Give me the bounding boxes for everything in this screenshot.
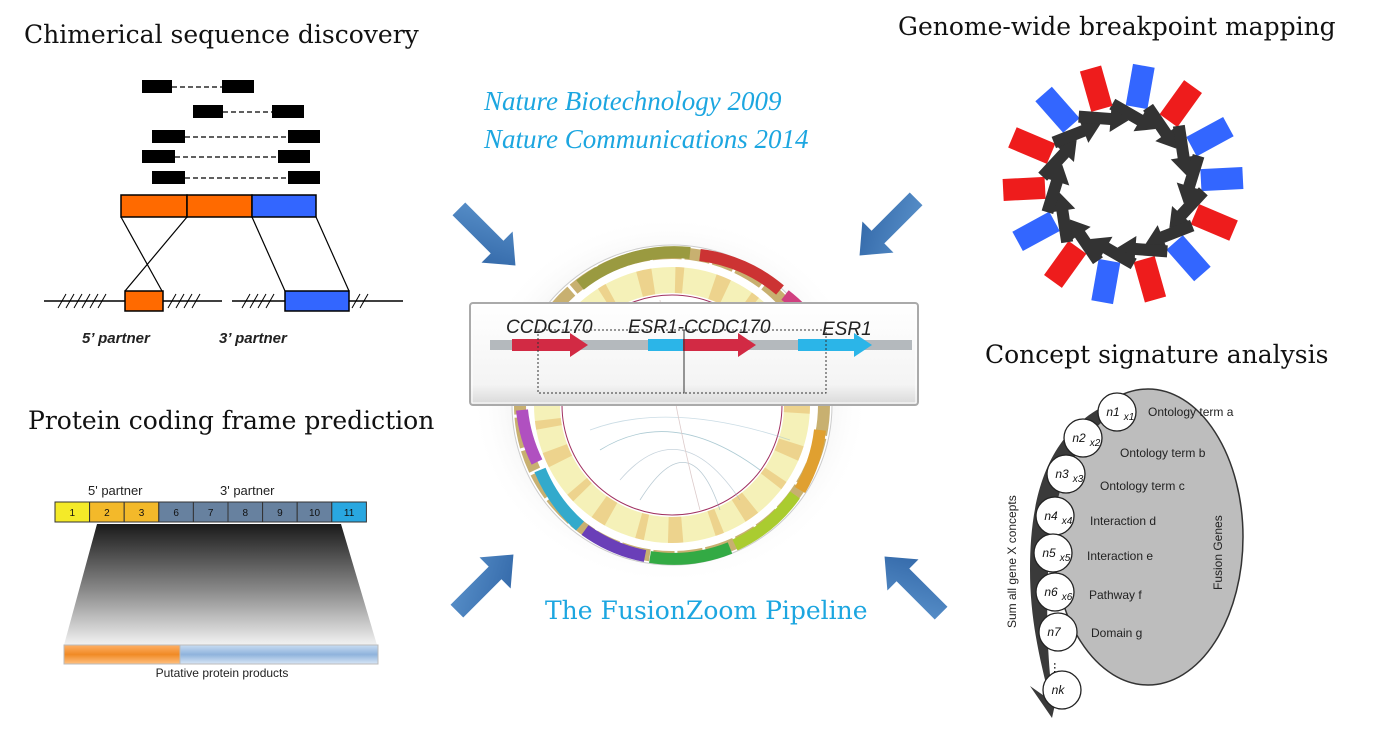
svg-text:3: 3 <box>139 508 145 519</box>
svg-text:n1: n1 <box>1106 405 1119 419</box>
read-pairs <box>142 80 320 184</box>
arrow-bottom-left-icon <box>450 554 514 618</box>
protein-panel: 5' partner 3' partner 1 2 3 6 7 8 9 10 11 Putati… <box>54 483 379 680</box>
concept-term-label: Domain g <box>1091 626 1142 640</box>
breakpoint-spoke <box>1012 192 1076 252</box>
breakpoint-ring <box>1002 63 1244 305</box>
svg-text:...: ... <box>1051 662 1067 674</box>
concept-term-label: Ontology term c <box>1100 479 1185 493</box>
concept-term-label: Ontology term b <box>1120 446 1206 460</box>
exon-cell: 8 <box>227 501 264 523</box>
svg-text:n4: n4 <box>1044 509 1058 523</box>
gene-esr1-label: ESR1 <box>822 319 872 340</box>
arrow-bottom-right-icon <box>884 556 948 620</box>
exon-cell: 3 <box>123 501 160 523</box>
chimerical-sequence-heading: Chimerical sequence discovery <box>24 20 419 49</box>
concept-term-label: Interaction d <box>1090 514 1156 528</box>
breakpoint-spoke <box>1090 236 1137 305</box>
fusion-genes-label: Fusion Genes <box>1211 515 1225 590</box>
pipeline-title: The FusionZoom Pipeline <box>545 596 868 625</box>
svg-text:1: 1 <box>70 508 76 519</box>
exon-cell: 9 <box>262 501 298 523</box>
protein-coding-heading: Protein coding frame prediction <box>28 406 435 435</box>
svg-text:n2: n2 <box>1072 431 1086 445</box>
pipeline-arrows <box>450 192 948 620</box>
protein-partner3-label: 3' partner <box>220 483 275 498</box>
svg-text:11: 11 <box>344 508 355 519</box>
gene-esr1-ccdc170-label: ESR1-CCDC170 <box>628 317 771 338</box>
breakpoint-spoke <box>1035 86 1101 149</box>
svg-text:7: 7 <box>208 508 214 519</box>
concept-panel: Sum all gene X concepts Fusion Genes n1 x… <box>1005 388 1244 718</box>
gene-ccdc170-label: CCDC170 <box>506 317 593 338</box>
concept-node: nk <box>1042 670 1082 710</box>
genomic-loci <box>44 290 403 312</box>
breakpoint-spoke <box>1008 127 1077 181</box>
svg-text:2: 2 <box>104 508 110 519</box>
protein-partner5-label: 5' partner <box>88 483 143 498</box>
svg-text:x1: x1 <box>1123 412 1135 423</box>
concept-term-label: Interaction e <box>1087 549 1153 563</box>
concept-term-label: Pathway f <box>1089 588 1142 602</box>
svg-text:6: 6 <box>173 508 179 519</box>
citation-nature-comms: Nature Communications 2014 <box>484 124 809 154</box>
svg-text:n6: n6 <box>1044 585 1058 599</box>
svg-text:x2: x2 <box>1089 438 1101 449</box>
exon-strip: 1 2 3 6 7 8 9 10 11 <box>54 501 367 523</box>
citation-nature-biotech: Nature Biotechnology 2009 <box>484 86 782 116</box>
breakpoint-mapping-heading: Genome-wide breakpoint mapping <box>898 12 1336 41</box>
svg-text:9: 9 <box>277 508 283 519</box>
protein-products-label: Putative protein products <box>156 666 289 680</box>
concept-signature-heading: Concept signature analysis <box>985 340 1329 369</box>
partner5-label: 5’ partner <box>82 330 151 347</box>
svg-text:10: 10 <box>309 508 321 519</box>
sum-concepts-label: Sum all gene X concepts <box>1005 495 1019 628</box>
concept-node: n7 <box>1038 612 1078 652</box>
exon-cell: 11 <box>331 501 367 523</box>
arrow-top-left-icon <box>452 202 516 266</box>
breakpoint-spoke <box>1044 219 1103 288</box>
mapping-lines <box>120 216 350 292</box>
svg-text:x3: x3 <box>1072 474 1084 485</box>
exon-cell: 1 <box>54 501 91 523</box>
breakpoint-spoke <box>1109 63 1156 132</box>
breakpoint-spoke <box>1078 65 1129 132</box>
breakpoint-spoke <box>1145 219 1211 282</box>
concept-node: n1 x1 <box>1097 392 1137 432</box>
exon-cell: 2 <box>89 501 125 523</box>
exon-cell: 7 <box>192 501 229 523</box>
svg-text:n3: n3 <box>1055 467 1069 481</box>
svg-text:x6: x6 <box>1061 592 1073 603</box>
fusion-zoom-box: CCDC170 ESR1-CCDC170 ESR1 <box>469 302 919 406</box>
fusion-transcript <box>120 194 317 218</box>
exon-cell: 6 <box>158 501 194 523</box>
exon-cell: 10 <box>296 501 333 523</box>
svg-text:x4: x4 <box>1061 516 1073 527</box>
breakpoint-spoke <box>1169 187 1238 241</box>
svg-text:n5: n5 <box>1042 546 1056 560</box>
partner3-label: 3’ partner <box>219 330 288 347</box>
chimerical-panel: 5’ partner 3’ partner <box>44 80 403 347</box>
svg-text:n7: n7 <box>1047 625 1062 639</box>
breakpoint-spoke <box>1170 116 1234 176</box>
svg-text:nk: nk <box>1052 683 1066 697</box>
arrow-top-right-icon <box>859 192 923 256</box>
svg-text:x5: x5 <box>1059 553 1071 564</box>
concept-term-label: Ontology term a <box>1148 405 1234 419</box>
svg-text:8: 8 <box>243 508 249 519</box>
breakpoint-spoke <box>1143 80 1202 149</box>
